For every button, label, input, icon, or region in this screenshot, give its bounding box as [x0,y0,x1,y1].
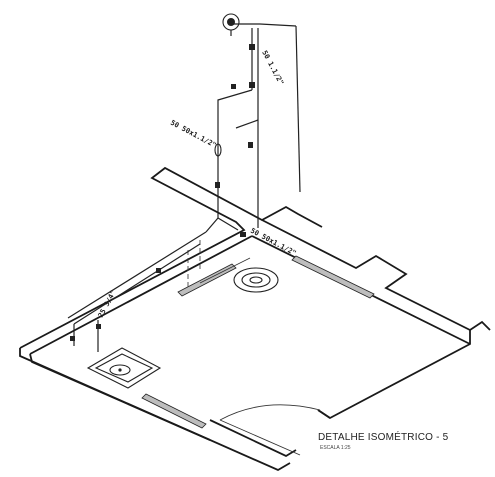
valve-icon [215,182,220,188]
door-swing [219,404,321,456]
pipe-label-mid-branch: 50 50x1.1/2" [169,119,217,150]
wall-shelves [141,255,375,429]
pipe-label-top-riser: 50 1.1/2" [260,49,285,86]
valve-icon [70,336,75,341]
water-riser [67,13,301,352]
pipe-fittings [70,44,255,341]
sink-fixture [86,347,162,389]
valve-icon [156,268,161,273]
valve-icon [96,324,101,329]
floor-drain [233,267,279,293]
valve-icon [248,142,253,148]
drawing-scale: ESCALA 1:25 [320,445,351,451]
pipe-label-floor-branch: 25 3/4" [97,289,118,319]
pipe-label-wall-junction: 50 50x1.1/2" [249,227,297,258]
valve-icon [240,232,246,237]
room-walls [19,166,491,472]
valve-icon [249,44,255,50]
valve-icon [249,82,255,88]
valve-icon [231,84,236,89]
union-icon [214,143,222,157]
drawing-title: DETALHE ISOMÉTRICO - 5 [318,430,449,443]
